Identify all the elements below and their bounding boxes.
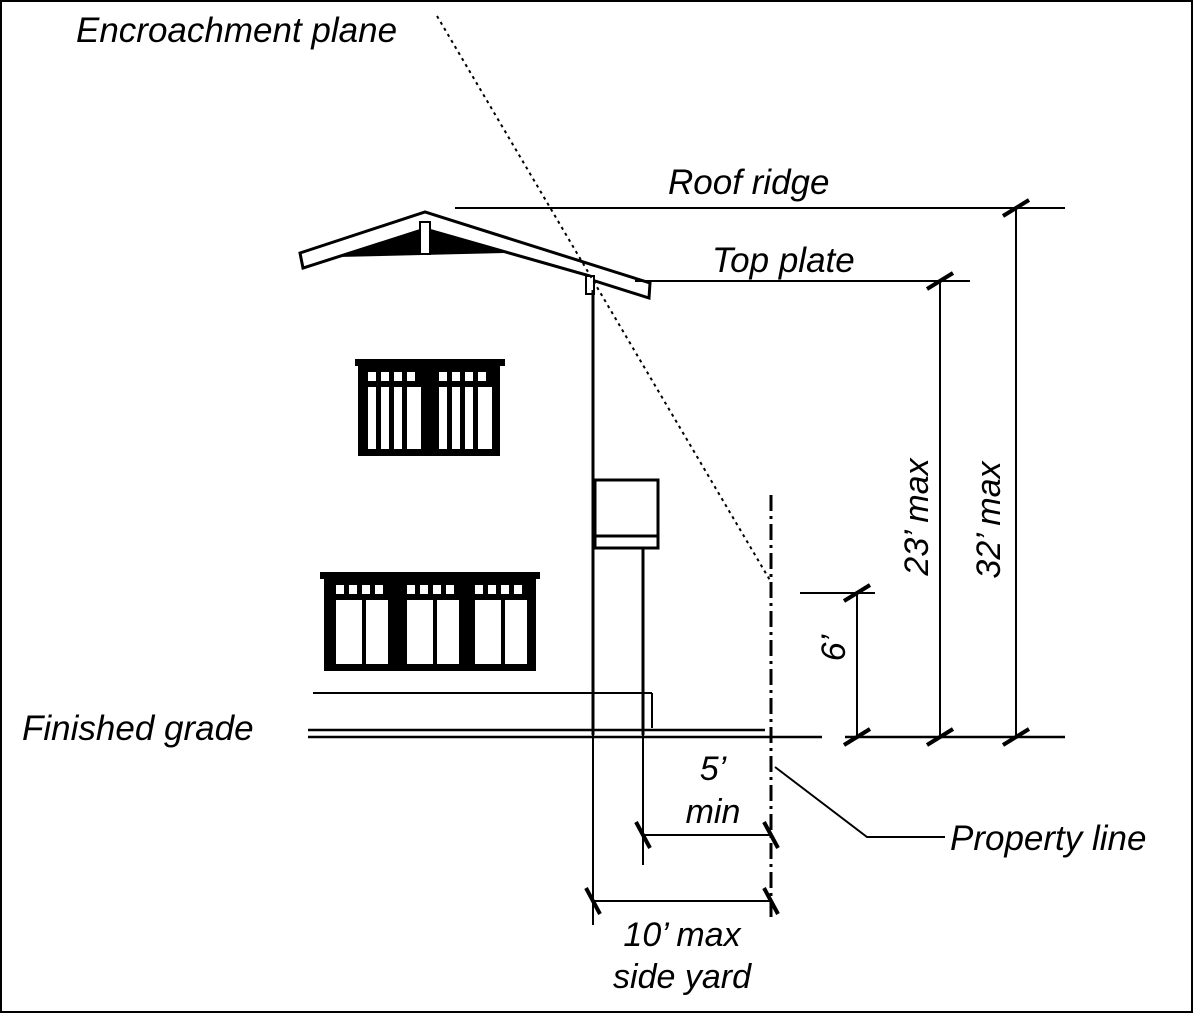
upper-window — [355, 359, 505, 456]
chimney-box — [593, 478, 660, 735]
roof — [298, 210, 652, 301]
height-23-label: 23’ max — [898, 457, 936, 576]
house — [298, 210, 660, 735]
encroachment-plane-line — [436, 15, 772, 583]
side-yard-label: side yard — [613, 958, 752, 996]
setback-5-label: 5’ — [700, 750, 727, 788]
property-line-leader — [774, 766, 945, 838]
foundation — [313, 692, 653, 728]
encroachment-plane-label: Encroachment plane — [76, 11, 397, 50]
dimension-23-max — [925, 271, 955, 747]
property-line-label: Property line — [950, 819, 1146, 858]
dimension-5-min — [634, 735, 780, 865]
finished-grade-line — [308, 728, 1065, 739]
finished-grade-label: Finished grade — [22, 709, 254, 748]
dimension-6-ft — [842, 583, 872, 747]
dimension-32-max — [1001, 198, 1031, 747]
lower-window — [320, 572, 540, 671]
height-32-label: 32’ max — [970, 460, 1008, 578]
dimension-10-max-side-yard — [584, 735, 780, 925]
top-plate-label: Top plate — [712, 241, 855, 280]
side-yard-10-label: 10’ max — [623, 916, 741, 954]
height-6-label: 6’ — [815, 634, 853, 661]
setback-min-label: min — [686, 793, 741, 831]
roof-ridge-label: Roof ridge — [668, 163, 829, 202]
